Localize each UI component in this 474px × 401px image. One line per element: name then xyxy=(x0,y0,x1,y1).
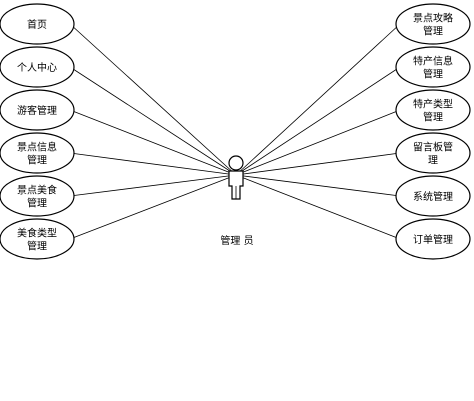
use-case-label: 特产类型 xyxy=(413,98,453,111)
association-line-left-2 xyxy=(69,109,237,176)
use-case-label: 景点攻略 xyxy=(413,12,453,25)
use-case-oval xyxy=(0,89,75,131)
use-case-oval xyxy=(395,89,471,131)
association-line-left-5 xyxy=(69,174,237,240)
use-case-oval xyxy=(395,46,471,88)
use-case-label: 理 xyxy=(428,155,438,167)
use-case-oval xyxy=(395,218,471,260)
use-case-oval xyxy=(395,175,471,217)
association-line-left-4 xyxy=(69,174,237,197)
use-case-left-2: 游客管理 xyxy=(0,89,75,131)
use-case-label: 管理 xyxy=(423,111,443,124)
use-case-label: 管理 xyxy=(27,197,47,210)
use-case-label: 系统管理 xyxy=(413,190,453,203)
use-case-label: 美食类型 xyxy=(17,227,57,240)
use-case-label: 管理 xyxy=(423,25,443,38)
actor-body xyxy=(228,170,244,200)
association-line-right-3 xyxy=(235,152,401,176)
association-line-left-3 xyxy=(69,152,237,176)
use-case-label: 游客管理 xyxy=(17,104,57,117)
use-case-label: 管理 xyxy=(27,240,47,253)
use-case-label: 管理 xyxy=(27,154,47,167)
association-line-left-0 xyxy=(69,23,237,176)
use-case-oval xyxy=(0,46,75,88)
use-case-label: 订单管理 xyxy=(413,233,453,246)
actor-label: 管理 员 xyxy=(220,234,253,247)
use-case-label: 景点信息 xyxy=(17,141,57,154)
use-case-oval xyxy=(0,132,75,174)
use-case-label: 景点美食 xyxy=(17,184,57,197)
use-case-oval xyxy=(395,3,471,45)
use-case-right-5: 订单管理 xyxy=(395,218,471,260)
association-line-right-1 xyxy=(235,66,401,176)
use-case-label: 首页 xyxy=(27,18,47,31)
association-line-right-0 xyxy=(235,23,401,176)
association-line-right-2 xyxy=(235,109,401,176)
actor-head xyxy=(228,155,244,171)
use-case-left-1: 个人中心 xyxy=(0,46,75,88)
use-case-ovals: 首页个人中心游客管理景点信息管理景点美食管理美食类型管理景点攻略管理特产信息管理… xyxy=(0,3,471,260)
association-line-left-1 xyxy=(69,66,237,176)
association-lines xyxy=(69,23,401,240)
use-case-label: 个人中心 xyxy=(17,61,57,74)
use-case-label: 留言板管 xyxy=(413,141,453,154)
use-case-label: 管理 xyxy=(423,68,443,81)
use-case-oval xyxy=(0,3,75,45)
use-case-label: 特产信息 xyxy=(413,55,453,68)
use-case-oval xyxy=(0,175,75,217)
use-case-oval xyxy=(395,132,471,174)
association-line-right-5 xyxy=(235,174,401,240)
use-case-oval xyxy=(0,218,75,260)
use-case-right-4: 系统管理 xyxy=(395,175,471,217)
actor-figure xyxy=(228,155,244,200)
association-line-right-4 xyxy=(235,174,401,197)
use-case-left-0: 首页 xyxy=(0,3,75,45)
